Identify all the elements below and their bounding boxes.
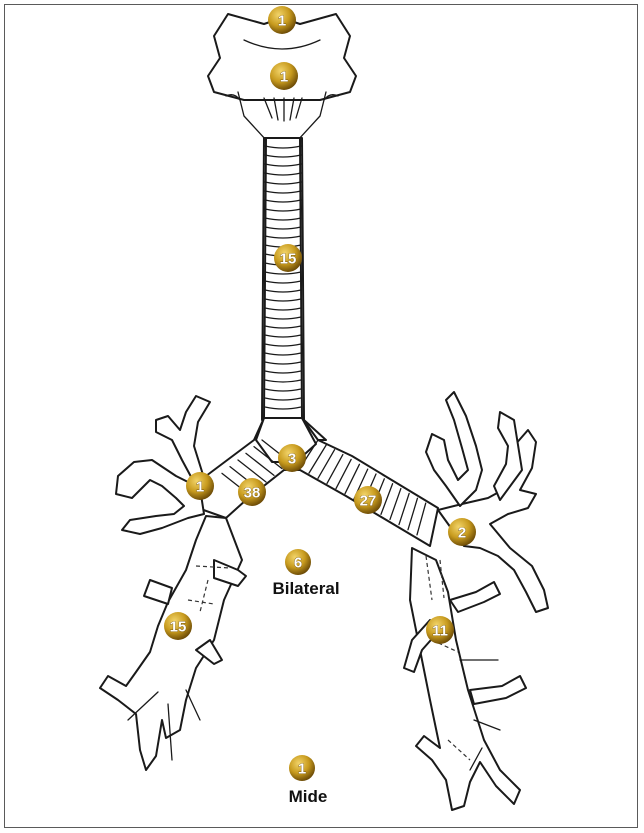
marker-mide: 1: [289, 755, 315, 781]
label-mide: Mide: [289, 787, 328, 806]
svg-text:6: 6: [294, 555, 302, 572]
svg-text:38: 38: [244, 485, 261, 502]
svg-text:1: 1: [280, 69, 288, 86]
svg-text:3: 3: [288, 451, 296, 468]
marker-larynx-top: 1: [268, 6, 296, 34]
marker-left-main-bronchus: 27: [354, 486, 382, 514]
marker-trachea: 15: [274, 244, 302, 272]
marker-right-upper-lobe: 1: [186, 472, 214, 500]
marker-carina: 3: [278, 444, 306, 472]
marker-larynx-glottis: 1: [270, 62, 298, 90]
svg-text:2: 2: [458, 525, 466, 542]
left-bronchial-tree: [404, 392, 548, 810]
svg-text:27: 27: [360, 493, 377, 510]
svg-text:15: 15: [170, 619, 187, 636]
marker-right-main-bronchus: 38: [238, 478, 266, 506]
svg-text:1: 1: [196, 479, 204, 496]
svg-text:1: 1: [298, 761, 306, 778]
svg-text:11: 11: [432, 623, 448, 640]
label-bilateral: Bilateral: [272, 579, 339, 598]
right-bronchial-tree: [100, 396, 246, 770]
svg-text:15: 15: [280, 251, 297, 268]
marker-bilateral: 6: [285, 549, 311, 575]
trachea: [262, 138, 326, 440]
svg-text:1: 1: [278, 13, 286, 30]
marker-right-lower-lobe: 15: [164, 612, 192, 640]
marker-left-upper-lobe: 2: [448, 518, 476, 546]
marker-left-lower-lobe: 11: [426, 616, 454, 644]
